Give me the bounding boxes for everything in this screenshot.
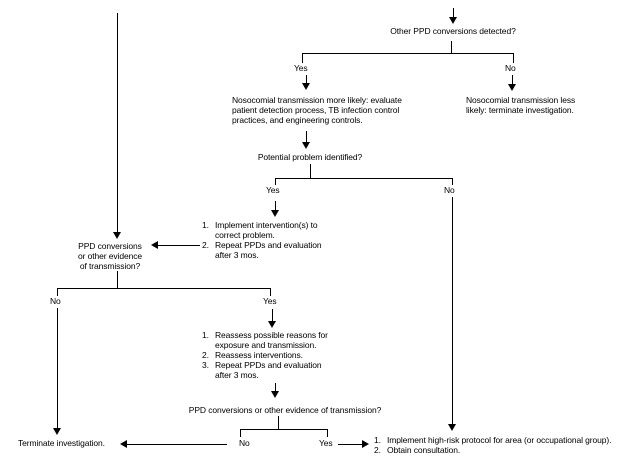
- no4-to-terminate-line: [127, 444, 227, 445]
- label-no-3: No: [50, 296, 61, 306]
- q3-no-drop-line: [240, 429, 241, 437]
- text-line: Nosocomial transmission less: [466, 95, 576, 105]
- ppdbox-no-drop-line: [57, 288, 58, 296]
- list-item: 3. Repeat PPDs and evaluation after 3 mo…: [202, 360, 328, 380]
- node-nosocomial-less-likely: Nosocomial transmission less likely: ter…: [466, 95, 575, 115]
- yes3-arrow-line: [272, 309, 273, 321]
- ppdbox-stem-line: [117, 271, 118, 288]
- no3-long-line: [57, 308, 58, 428]
- q3-stem-line: [278, 416, 279, 429]
- intervention-to-ppdbox-line: [158, 245, 200, 246]
- entry-line-top: [453, 8, 454, 18]
- q2-yes-drop-line: [275, 178, 276, 185]
- no1-arrow-line: [512, 75, 513, 84]
- high-risk-list: 1. Implement high-risk protocol for area…: [374, 435, 611, 455]
- yes2-arrow-line: [275, 201, 276, 210]
- question-potential-problem: Potential problem identified?: [257, 152, 363, 162]
- text-line: Implement intervention(s) to: [215, 220, 318, 230]
- text-line: after 3 mos.: [215, 370, 259, 380]
- q1-yes-drop-line: [302, 53, 303, 63]
- arrowhead-down-icon: [113, 232, 121, 239]
- q2-branch-line: [275, 178, 453, 179]
- text-line: Reassess possible reasons for: [215, 330, 328, 340]
- label-no-1: No: [505, 63, 516, 73]
- arrowhead-down-icon: [508, 84, 516, 91]
- label-yes-4: Yes: [319, 438, 333, 448]
- text-line: Repeat PPDs and evaluation: [215, 240, 322, 250]
- text-line: PPD conversions: [78, 241, 142, 251]
- question-ppd-or-other-evidence: PPD conversions or other evidence of tra…: [188, 405, 382, 415]
- text-line: of transmission?: [79, 261, 141, 271]
- list-item: 1. Implement high-risk protocol for area…: [374, 435, 611, 445]
- arrowhead-down-icon: [302, 83, 310, 90]
- q3-yes-drop-line: [327, 429, 328, 437]
- node-nosocomial-more-likely: Nosocomial transmission more likely: eva…: [232, 95, 402, 125]
- arrowhead-down-icon: [448, 424, 456, 431]
- q3-branch-line: [240, 429, 328, 430]
- list-number: 2.: [202, 240, 209, 250]
- reassess-list: 1. Reassess possible reasons for exposur…: [202, 330, 328, 380]
- text-line: exposure and transmission.: [215, 340, 317, 350]
- arrowhead-right-icon: [362, 440, 369, 448]
- yes1-arrow-line: [306, 75, 307, 83]
- ppdbox-yes-drop-line: [270, 288, 271, 296]
- q2-stem-line: [310, 164, 311, 178]
- arrowhead-down-icon: [268, 321, 276, 328]
- q1-stem-line: [451, 41, 452, 53]
- text-line: correct problem.: [215, 230, 275, 240]
- label-yes-2: Yes: [266, 185, 280, 195]
- q1-no-drop-line: [513, 53, 514, 63]
- entry-line-left: [117, 13, 118, 232]
- question-other-ppd-conversions: Other PPD conversions detected?: [390, 26, 516, 36]
- label-yes-3: Yes: [263, 296, 277, 306]
- reassess-arrow-line: [275, 383, 276, 391]
- text-line: or other evidence: [78, 251, 142, 261]
- yes4-to-highrisk-line: [338, 444, 362, 445]
- text-line: Nosocomial transmission more likely: eva…: [232, 95, 402, 105]
- list-number: 2.: [202, 350, 209, 360]
- text-line: Implement high-risk protocol for area (o…: [387, 435, 612, 445]
- arrowhead-left-icon: [151, 241, 158, 249]
- label-no-4: No: [239, 438, 250, 448]
- text-line: likely: terminate investigation.: [466, 105, 574, 115]
- arrowhead-down-icon: [271, 210, 279, 217]
- arrowhead-down-icon: [449, 17, 457, 24]
- intervention-list: 1. Implement intervention(s) to correct …: [202, 220, 322, 260]
- arrowhead-down-icon: [302, 142, 310, 149]
- list-item: 1. Implement intervention(s) to correct …: [202, 220, 322, 240]
- text-line: patient detection process, TB infection …: [232, 105, 400, 115]
- more-likely-arrow-line: [306, 131, 307, 142]
- list-number: 1.: [374, 435, 381, 445]
- arrowhead-down-icon: [271, 391, 279, 398]
- ppdbox-branch-line: [57, 288, 271, 289]
- question-ppd-conversions-box: PPD conversions or other evidence of tra…: [58, 241, 162, 271]
- list-number: 1.: [202, 220, 209, 230]
- text-line: Repeat PPDs and evaluation: [215, 360, 322, 370]
- list-item: 2. Obtain consultation.: [374, 445, 611, 455]
- list-item: 1. Reassess possible reasons for exposur…: [202, 330, 328, 350]
- q2-no-drop-line: [452, 178, 453, 185]
- text-line: Obtain consultation.: [387, 445, 461, 455]
- list-item: 2. Reassess interventions.: [202, 350, 328, 360]
- list-number: 3.: [202, 360, 209, 370]
- list-number: 2.: [374, 445, 381, 455]
- list-number: 1.: [202, 330, 209, 340]
- text-line: after 3 mos.: [215, 250, 259, 260]
- q1-branch-line: [302, 53, 514, 54]
- arrowhead-down-icon: [53, 428, 61, 435]
- no2-long-line: [452, 197, 453, 424]
- arrowhead-left-icon: [120, 440, 127, 448]
- label-no-2: No: [444, 185, 455, 195]
- label-yes-1: Yes: [294, 63, 308, 73]
- list-item: 2. Repeat PPDs and evaluation after 3 mo…: [202, 240, 322, 260]
- node-terminate-investigation: Terminate investigation.: [18, 438, 105, 448]
- text-line: practices, and engineering controls.: [232, 115, 363, 125]
- text-line: Reassess interventions.: [215, 350, 303, 360]
